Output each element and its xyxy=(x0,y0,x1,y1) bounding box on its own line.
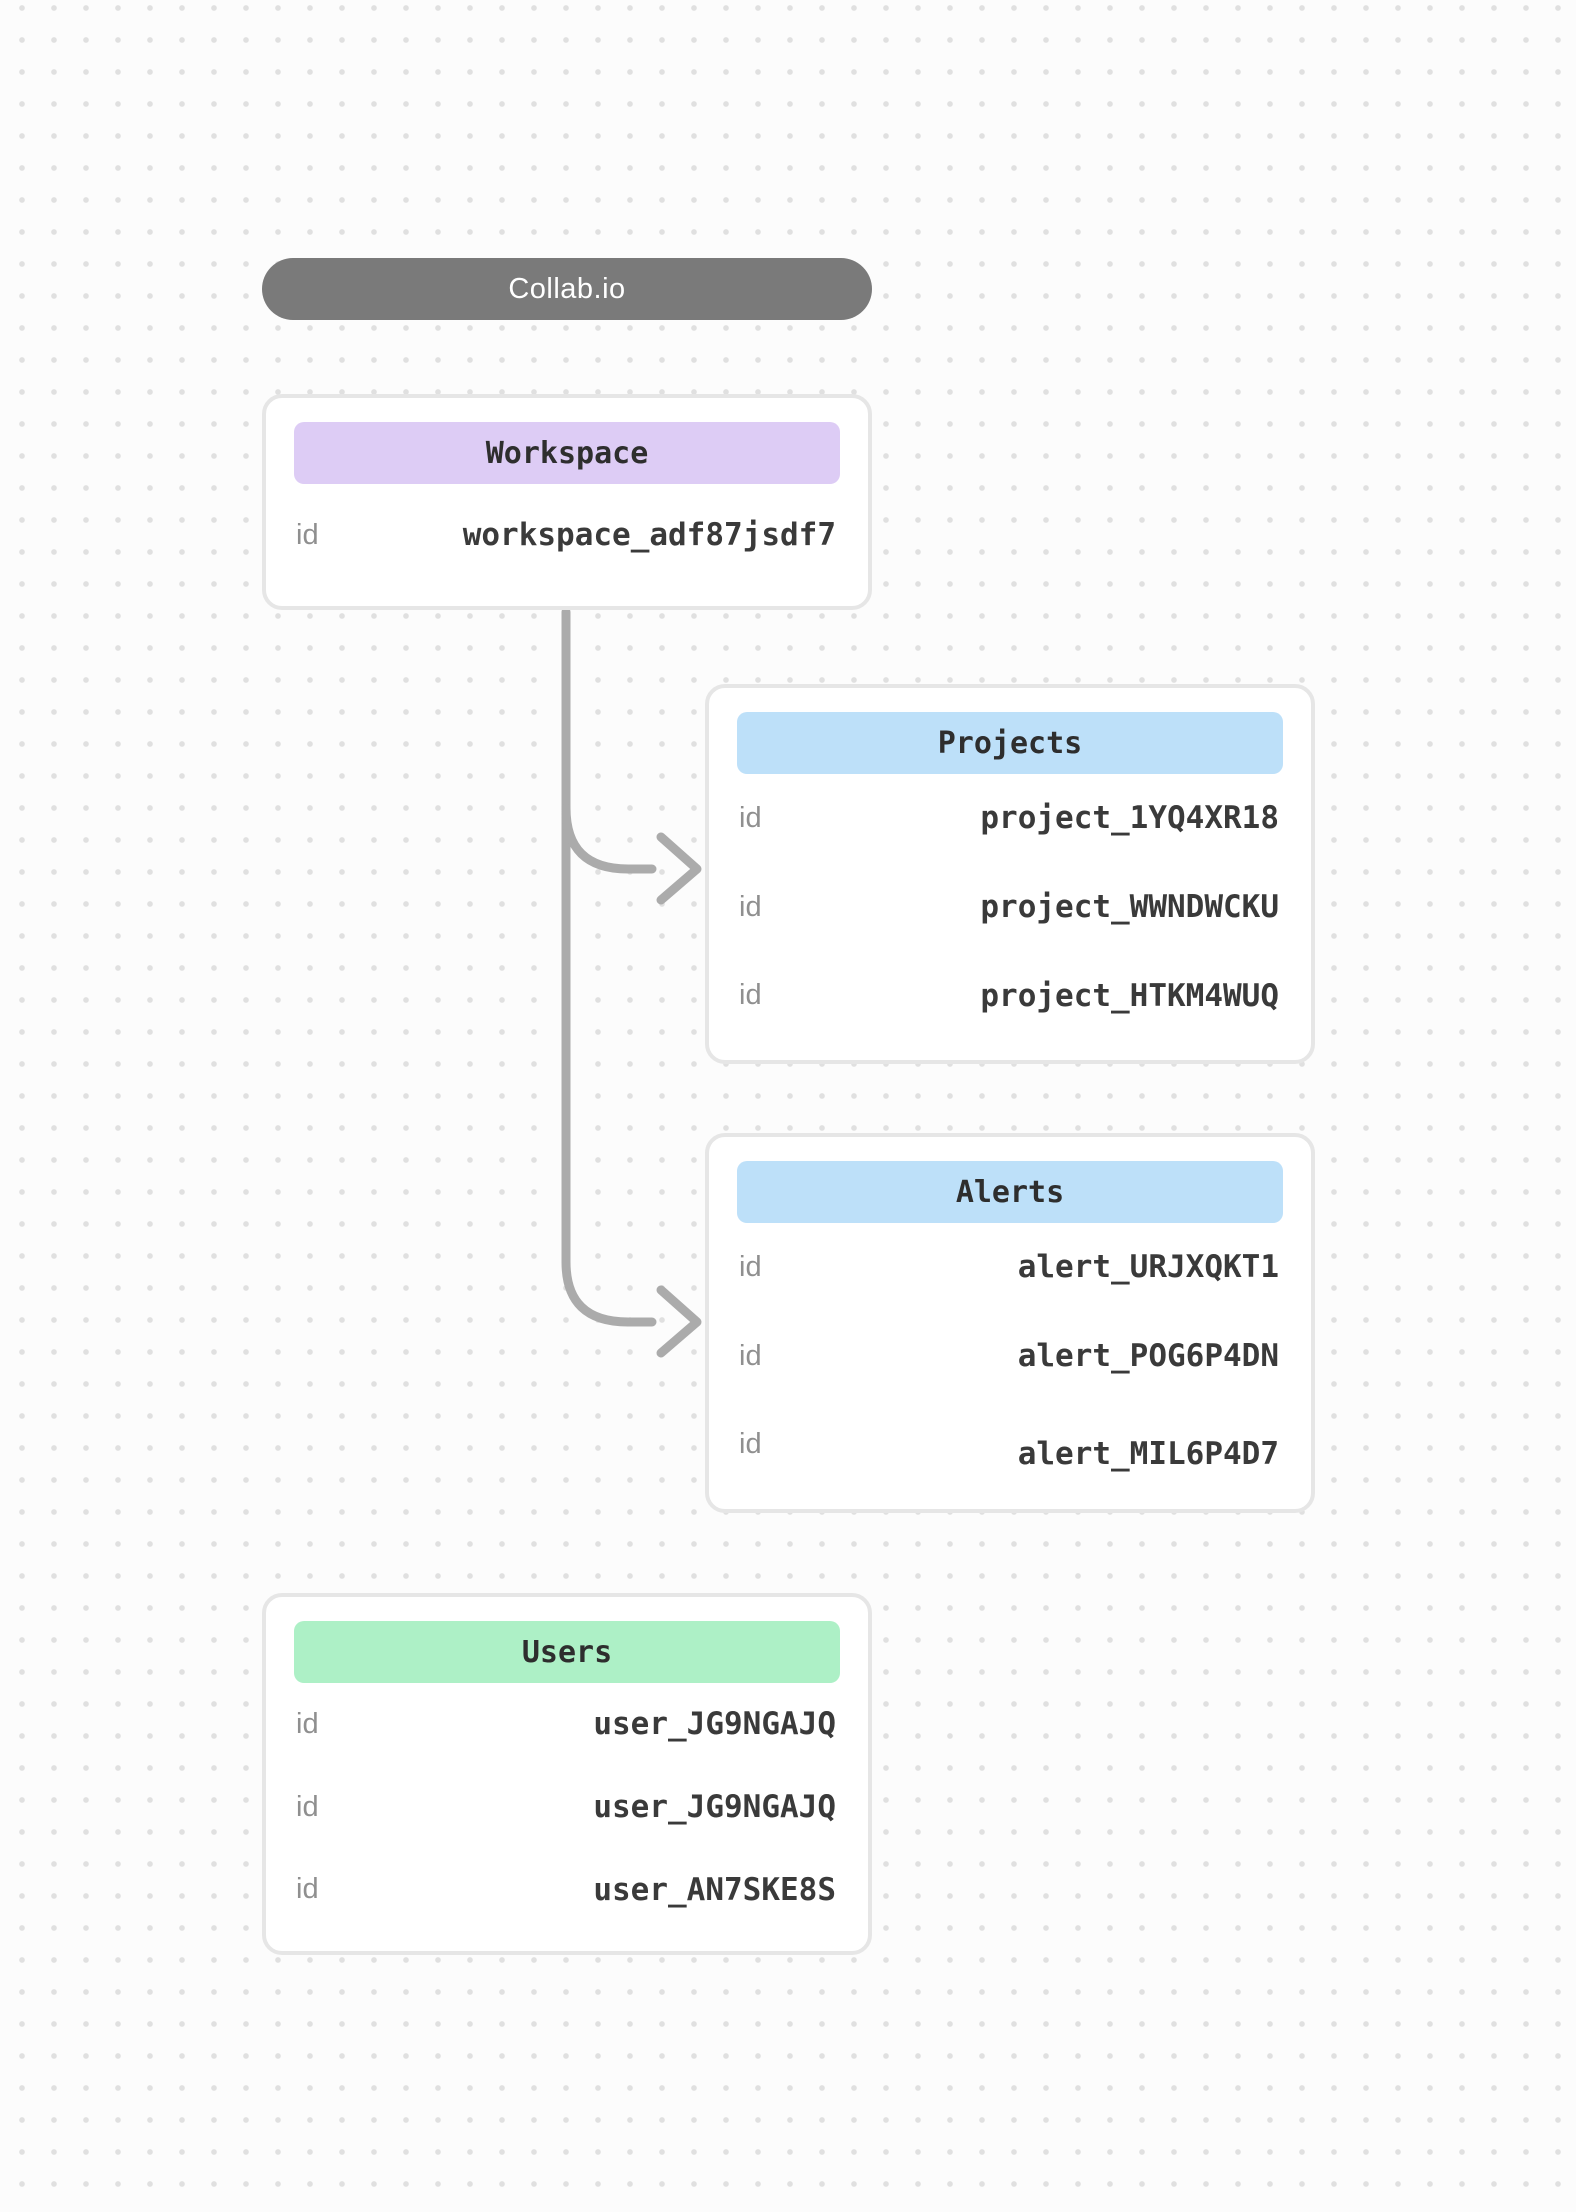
field-row: id alert_MIL6P4D7 xyxy=(737,1400,1283,1489)
workspace-node-header: Workspace xyxy=(294,422,840,484)
field-value: alert_POG6P4DN xyxy=(1017,1338,1279,1374)
field-row: id user_JG9NGAJQ xyxy=(294,1683,840,1766)
arrowhead-icon xyxy=(656,832,702,905)
app-title-node[interactable]: Collab.io xyxy=(262,258,872,320)
field-row: id project_1YQ4XR18 xyxy=(737,774,1283,863)
field-value: project_WWNDWCKU xyxy=(980,889,1279,925)
field-value: alert_URJXQKT1 xyxy=(1017,1249,1279,1286)
field-value: user_JG9NGAJQ xyxy=(593,1789,836,1825)
app-title-label: Collab.io xyxy=(508,272,626,305)
projects-node-header: Projects xyxy=(737,712,1283,774)
users-node-header: Users xyxy=(294,1621,840,1683)
arrowhead-icon xyxy=(656,1285,702,1358)
field-key-label: id xyxy=(739,1428,762,1461)
alerts-node[interactable]: Alerts id alert_URJXQKT1 id alert_POG6P4… xyxy=(705,1133,1315,1513)
projects-node[interactable]: Projects id project_1YQ4XR18 id project_… xyxy=(705,684,1315,1064)
field-value: project_1YQ4XR18 xyxy=(980,800,1279,837)
field-value: workspace_adf87jsdf7 xyxy=(462,517,836,553)
field-value: user_AN7SKE8S xyxy=(593,1871,836,1908)
users-node[interactable]: Users id user_JG9NGAJQ id user_JG9NGAJQ … xyxy=(262,1593,872,1955)
field-key-label: id xyxy=(739,1339,762,1372)
field-key-label: id xyxy=(296,1707,319,1740)
workspace-node-title: Workspace xyxy=(485,435,649,471)
workspace-alerts-connector xyxy=(561,607,657,1327)
users-node-title: Users xyxy=(521,1634,613,1670)
workspace-node[interactable]: Workspace id workspace_adf87jsdf7 xyxy=(262,394,872,610)
field-value: user_JG9NGAJQ xyxy=(593,1706,836,1743)
workspace-projects-connector xyxy=(561,803,657,874)
field-row: id user_JG9NGAJQ xyxy=(294,1766,840,1849)
field-row: id project_HTKM4WUQ xyxy=(737,951,1283,1040)
alerts-node-header: Alerts xyxy=(737,1161,1283,1223)
field-key-label: id xyxy=(296,1790,319,1823)
field-value: project_HTKM4WUQ xyxy=(980,977,1279,1014)
field-key-label: id xyxy=(739,890,762,923)
field-key-label: id xyxy=(739,801,762,834)
field-key-label: id xyxy=(296,1873,319,1906)
field-value: alert_MIL6P4D7 xyxy=(1017,1435,1279,1472)
field-key-label: id xyxy=(296,518,319,551)
field-key-label: id xyxy=(739,979,762,1012)
field-row: id alert_POG6P4DN xyxy=(737,1312,1283,1401)
alerts-node-title: Alerts xyxy=(955,1174,1065,1210)
field-row: id project_WWNDWCKU xyxy=(737,863,1283,952)
field-row: id alert_URJXQKT1 xyxy=(737,1223,1283,1312)
field-row: id user_AN7SKE8S xyxy=(294,1848,840,1931)
projects-node-title: Projects xyxy=(937,725,1083,761)
field-key-label: id xyxy=(739,1250,762,1283)
field-row: id workspace_adf87jsdf7 xyxy=(294,484,840,586)
